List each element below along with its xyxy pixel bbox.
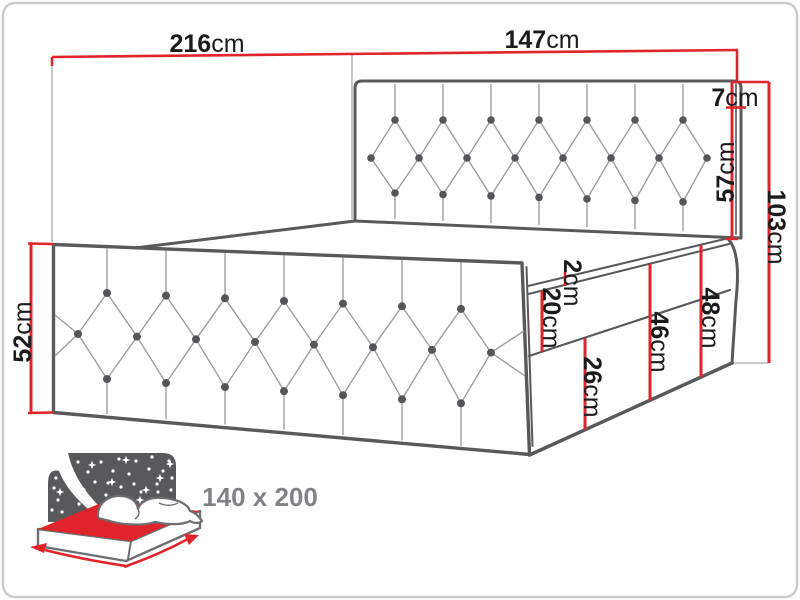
- icon-pillows: [96, 494, 204, 526]
- dim-52-label: 52cm: [9, 301, 37, 362]
- size-label: 140 x 200: [202, 482, 318, 512]
- bed-icon: [30, 453, 204, 569]
- dimension-lines: [27, 48, 771, 430]
- extension-lines: [51, 55, 769, 364]
- dim-7-label: 7cm: [711, 84, 758, 112]
- icon-pillow-folds: [134, 502, 179, 520]
- mattress-left-edge: [133, 219, 357, 250]
- dim-216-label: 216cm: [169, 30, 244, 58]
- dim-147-label: 147cm: [504, 26, 579, 54]
- icon-stars: [50, 455, 175, 517]
- headboard-outline: [353, 79, 743, 239]
- dim-46-label: 46cm: [645, 311, 673, 372]
- dim-26-label: 26cm: [578, 356, 606, 417]
- icon-sky-swoosh: [48, 470, 107, 522]
- dim-20-label: 20cm: [537, 287, 565, 348]
- mattress-lip-lower-line: [527, 243, 730, 295]
- headboard-tufting: [367, 84, 711, 232]
- side-panel-tufting: [54, 248, 526, 446]
- icon-size-arrows: [30, 534, 199, 569]
- dim-48-label: 48cm: [696, 287, 724, 348]
- dim-2-label: 2cm: [558, 259, 586, 306]
- base-right-edge: [727, 238, 739, 365]
- base-bottom-edge: [527, 361, 734, 457]
- dimension-labels: 216cm 147cm 7cm 57cm 103cm 52cm 2cm 20cm…: [9, 26, 790, 418]
- bed-outline: [51, 79, 743, 457]
- dim-103-label: 103cm: [762, 189, 790, 264]
- icon-bed-corner-seam: [127, 540, 132, 560]
- dim-57-label: 57cm: [712, 141, 740, 202]
- headboard-bottom-edge: [353, 219, 743, 240]
- base-divider-line: [527, 288, 732, 358]
- mattress-lip-upper-line: [527, 237, 730, 287]
- dim-line-top: [51, 48, 739, 59]
